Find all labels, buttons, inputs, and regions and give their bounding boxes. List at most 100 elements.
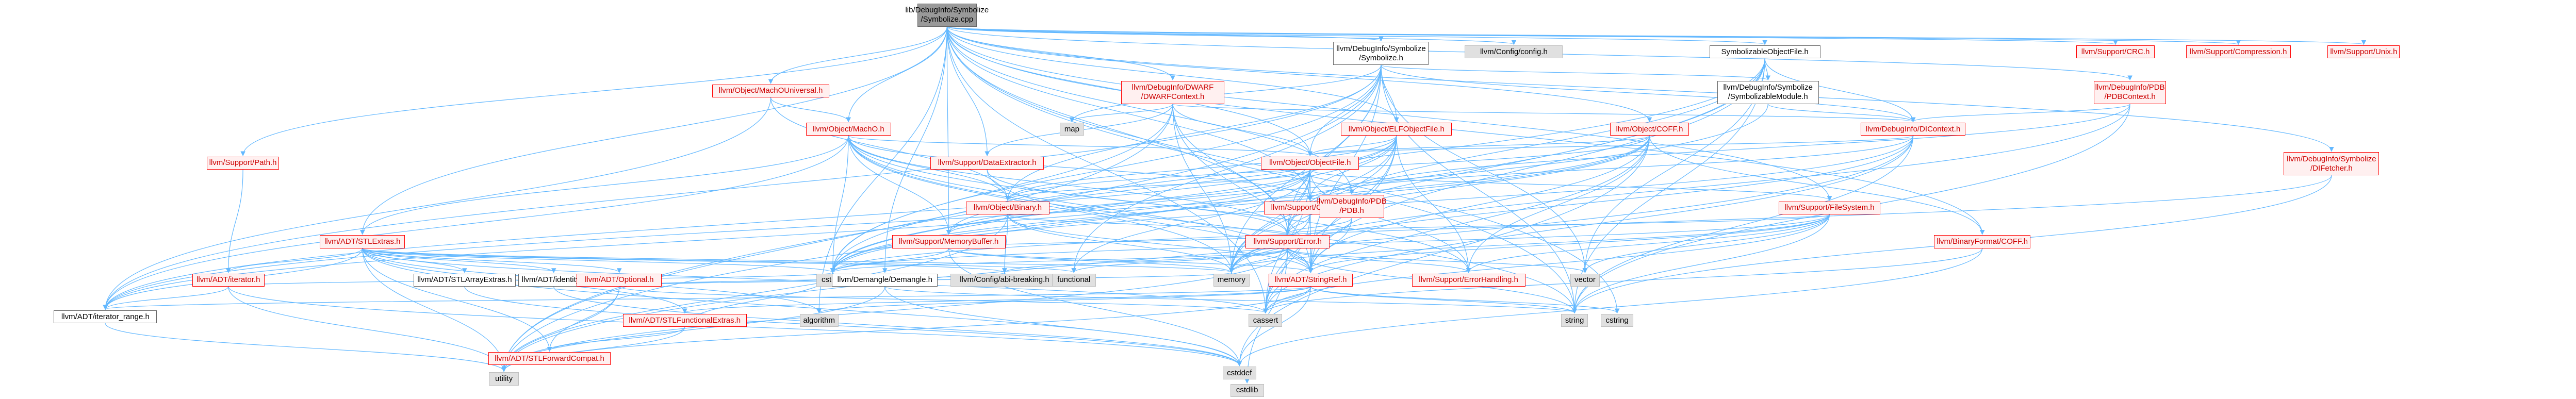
graph-node-iterator[interactable]: llvm/ADT/iterator.h bbox=[192, 273, 265, 287]
graph-node-fs[interactable]: llvm/Support/FileSystem.h bbox=[1778, 201, 1881, 214]
graph-node-membuf[interactable]: llvm/Support/MemoryBuffer.h bbox=[892, 235, 1006, 248]
graph-edge-root-to-stlextras bbox=[360, 26, 947, 235]
graph-node-cstring[interactable]: cstring bbox=[1601, 314, 1633, 327]
graph-node-binary[interactable]: llvm/Object/Binary.h bbox=[965, 201, 1050, 214]
graph-edge-stlextras-to-optional bbox=[362, 248, 622, 273]
graph-edge-macho-to-objfile bbox=[848, 135, 1312, 156]
graph-node-errhandling[interactable]: llvm/Support/ErrorHandling.h bbox=[1412, 273, 1525, 287]
graph-node-elfobj[interactable]: llvm/Object/ELFObjectFile.h bbox=[1341, 123, 1452, 136]
graph-node-dicontext[interactable]: llvm/DebugInfo/DIContext.h bbox=[1861, 123, 1965, 136]
graph-edge-fs-to-cstdint bbox=[830, 214, 1830, 273]
graph-edge-elfobj-to-error bbox=[1285, 136, 1397, 235]
graph-node-demangle[interactable]: llvm/Demangle/Demangle.h bbox=[832, 273, 938, 287]
graph-node-sym-h[interactable]: llvm/DebugInfo/Symbolize /Symbolize.h bbox=[1333, 42, 1429, 65]
graph-edge-error-to-compiler bbox=[1002, 248, 1288, 273]
graph-edge-objfile-to-binary bbox=[1005, 169, 1310, 201]
graph-node-stlextras[interactable]: llvm/ADT/STLExtras.h bbox=[320, 235, 405, 248]
graph-edge-root-to-elfobj bbox=[946, 26, 1399, 123]
graph-node-fnextras[interactable]: llvm/ADT/STLFunctionalExtras.h bbox=[622, 314, 747, 327]
graph-node-cassert[interactable]: cassert bbox=[1249, 314, 1283, 327]
graph-node-srcmgr[interactable]: llvm/Support/Unix.h bbox=[2327, 45, 2400, 59]
graph-edge-dwarf-ctx-to-map bbox=[1069, 104, 1173, 123]
graph-node-config[interactable]: llvm/Config/config.h bbox=[1465, 45, 1563, 59]
graph-edge-sym-h-to-symmod bbox=[1381, 64, 1770, 80]
graph-edge-macho-to-string bbox=[848, 136, 1577, 314]
graph-node-memory[interactable]: memory bbox=[1213, 273, 1250, 287]
graph-node-macho[interactable]: llvm/Object/MachO.h bbox=[806, 123, 891, 136]
graph-node-compr[interactable]: llvm/Support/Compression.h bbox=[2186, 45, 2291, 59]
graph-edge-dicontext-to-utility bbox=[501, 136, 1914, 372]
graph-node-fwdcompat[interactable]: llvm/ADT/STLForwardCompat.h bbox=[488, 352, 611, 365]
graph-edge-binary-to-error bbox=[1007, 214, 1290, 235]
graph-node-symobj[interactable]: SymbolizableObjectFile.h bbox=[1709, 45, 1820, 59]
graph-edge-fs-to-errhandling bbox=[1466, 214, 1830, 273]
graph-edge-sym-h-to-binary bbox=[1005, 64, 1382, 201]
graph-edge-root-to-path bbox=[240, 26, 947, 156]
graph-edge-stlextras-to-fwdcompat bbox=[362, 248, 552, 352]
graph-edge-stringref-to-algorithm bbox=[816, 286, 1311, 314]
graph-edge-fs-to-vector bbox=[1582, 214, 1830, 273]
graph-node-symmod[interactable]: llvm/DebugInfo/Symbolize /SymbolizableMo… bbox=[1717, 80, 1819, 104]
graph-node-root[interactable]: lib/DebugInfo/Symbolize /Symbolize.cpp bbox=[905, 4, 989, 27]
graph-node-macho-univ[interactable]: llvm/Object/MachOUniversal.h bbox=[712, 84, 830, 97]
graph-edge-membuf-to-cstdint bbox=[830, 248, 949, 273]
graph-node-map[interactable]: map bbox=[1059, 123, 1085, 136]
graph-edge-macho-univ-to-macho bbox=[770, 97, 851, 123]
graph-edge-macho-to-stlextras bbox=[360, 136, 849, 235]
graph-edge-dataext-to-stringref bbox=[987, 169, 1314, 273]
graph-edge-membuf-to-stringref bbox=[948, 248, 1314, 273]
graph-node-iter-range[interactable]: llvm/ADT/iterator_range.h bbox=[54, 310, 157, 324]
graph-node-stringref[interactable]: llvm/ADT/StringRef.h bbox=[1269, 273, 1353, 287]
graph-edge-stlextras-to-identity bbox=[362, 248, 556, 273]
graph-edge-coff-to-cstdint bbox=[830, 136, 1650, 273]
graph-edge-macho-univ-to-iter-range bbox=[103, 97, 772, 310]
graph-node-objfile[interactable]: llvm/Object/ObjectFile.h bbox=[1261, 156, 1359, 170]
graph-edge-macho-to-casting bbox=[848, 136, 1312, 201]
graph-edge-elfobj-to-membuf bbox=[946, 136, 1397, 235]
graph-edge-membuf-to-cstddef bbox=[948, 248, 1242, 367]
graph-node-dataext[interactable]: llvm/Support/DataExtractor.h bbox=[930, 156, 1044, 170]
graph-node-dwarf-ctx[interactable]: llvm/DebugInfo/DWARF /DWARFContext.h bbox=[1121, 80, 1224, 104]
graph-edge-root-to-fs bbox=[946, 26, 1832, 201]
graph-node-functional[interactable]: functional bbox=[1052, 273, 1096, 287]
graph-edge-pdb-h-to-stringref bbox=[1308, 218, 1352, 273]
graph-node-utility[interactable]: utility bbox=[489, 372, 519, 386]
graph-node-cstddef[interactable]: cstddef bbox=[1222, 367, 1256, 380]
graph-node-arrayextras[interactable]: llvm/ADT/STLArrayExtras.h bbox=[414, 273, 516, 287]
graph-edge-root-to-coff bbox=[946, 26, 1652, 123]
graph-edge-binfmt-coff-to-cassert bbox=[1263, 248, 1983, 314]
graph-node-vector[interactable]: vector bbox=[1570, 273, 1600, 287]
graph-edge-binary-to-stringref bbox=[1007, 214, 1314, 273]
graph-node-algorithm[interactable]: algorithm bbox=[799, 314, 839, 327]
graph-edge-stlextras-to-functional bbox=[362, 248, 1076, 273]
graph-node-path[interactable]: llvm/Support/Path.h bbox=[207, 156, 280, 170]
graph-edge-dwarf-ctx-to-utility bbox=[501, 104, 1173, 372]
graph-edge-stringref-to-fnextras bbox=[682, 286, 1311, 314]
graph-node-binfmt-coff[interactable]: llvm/BinaryFormat/COFF.h bbox=[1933, 235, 2031, 248]
graph-node-pdb-h[interactable]: llvm/DebugInfo/PDB /PDB.h bbox=[1317, 195, 1387, 218]
graph-edge-stringref-to-string bbox=[1310, 286, 1577, 314]
graph-node-string[interactable]: string bbox=[1561, 314, 1588, 327]
graph-edge-root-to-config bbox=[946, 26, 1516, 45]
graph-edge-root-to-sym-h bbox=[946, 26, 1384, 42]
graph-edge-error-to-functional bbox=[1071, 248, 1288, 273]
graph-edge-root-to-srcmgr bbox=[946, 26, 2366, 45]
graph-edge-sym-h-to-map bbox=[1069, 64, 1382, 123]
graph-edge-stlextras-to-iterator bbox=[226, 248, 363, 273]
graph-edge-root-to-binfmt-coff bbox=[946, 26, 1985, 235]
graph-node-crc[interactable]: llvm/Support/CRC.h bbox=[2076, 45, 2155, 59]
graph-node-optional[interactable]: llvm/ADT/Optional.h bbox=[577, 273, 662, 287]
graph-edge-dwarf-ctx-to-objfile bbox=[1172, 104, 1313, 156]
graph-node-cstdlib[interactable]: cstdlib bbox=[1230, 384, 1264, 397]
graph-node-difetch[interactable]: llvm/DebugInfo/Symbolize /DIFetcher.h bbox=[2284, 152, 2380, 176]
graph-edge-root-to-difetch bbox=[946, 26, 2334, 152]
graph-edge-dicontext-to-casting bbox=[1307, 136, 1914, 201]
graph-node-coff[interactable]: llvm/Object/COFF.h bbox=[1610, 123, 1689, 136]
graph-node-pdbctx[interactable]: llvm/DebugInfo/PDB /PDBContext.h bbox=[2094, 80, 2167, 104]
graph-edge-binary-to-membuf bbox=[946, 214, 1008, 235]
graph-edge-demangle-to-string bbox=[884, 286, 1577, 314]
graph-node-error[interactable]: llvm/Support/Error.h bbox=[1245, 235, 1330, 248]
graph-node-compiler[interactable]: llvm/Config/abi-breaking.h bbox=[950, 273, 1059, 287]
